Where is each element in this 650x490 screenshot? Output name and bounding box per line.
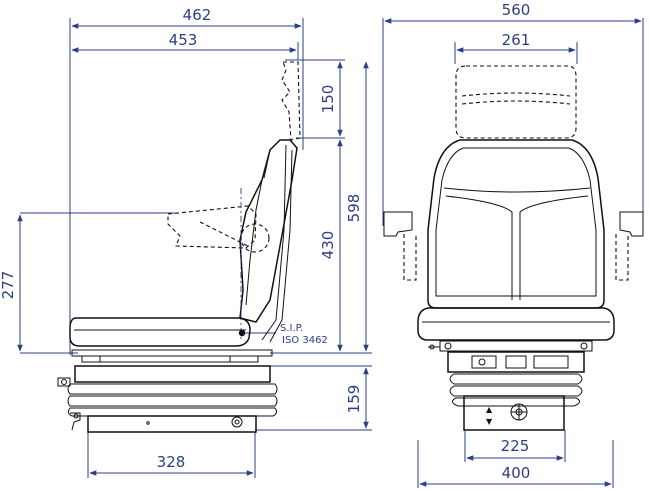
front-slide-rail — [439, 340, 593, 352]
side-slide-rail — [71, 349, 273, 357]
label-overall-width: 560 — [502, 1, 531, 19]
front-backrest — [427, 139, 605, 309]
front-extension-lines — [382, 18, 644, 488]
side-headrest — [281, 61, 301, 141]
front-bellows — [449, 373, 583, 385]
front-suspension-housing — [447, 351, 585, 373]
side-adjust-knob — [231, 416, 243, 428]
label-sip: S.I.P. — [280, 323, 303, 334]
front-view: 560 261 225 400 — [382, 1, 644, 488]
side-lever-lower — [70, 412, 81, 431]
label-total-height: 598 — [345, 194, 363, 223]
label-overall-depth: 462 — [183, 6, 212, 24]
svg-text:▼: ▼ — [486, 417, 493, 426]
side-armrest — [167, 205, 257, 249]
side-backrest-frame — [261, 144, 287, 341]
side-view: 462 453 150 430 598 277 159 328 S.I.P. I… — [0, 6, 372, 478]
label-backrest-depth: 453 — [169, 31, 198, 49]
front-headrest — [455, 65, 577, 139]
label-side-base-width: 328 — [157, 453, 186, 471]
label-iso: ISO 3462 — [282, 335, 328, 346]
label-backrest-height: 430 — [319, 231, 337, 260]
side-backrest — [239, 139, 298, 323]
front-armrest-right — [619, 211, 644, 237]
side-seat-cushion — [69, 317, 251, 347]
side-dimension-lines — [17, 23, 369, 476]
side-base — [87, 415, 257, 433]
side-lever-upper — [57, 377, 71, 387]
sip-point — [238, 329, 246, 337]
front-armrest-left — [383, 211, 413, 237]
label-suspension-height: 159 — [345, 385, 363, 414]
front-base — [463, 395, 565, 431]
front-seat-cushion — [417, 307, 615, 341]
front-seat-drawing: ▲ ▼ — [383, 65, 644, 431]
side-bellows — [67, 383, 278, 395]
side-seat-drawing — [57, 61, 301, 433]
label-headrest-width: 261 — [502, 31, 531, 49]
side-extension-lines — [20, 18, 372, 478]
svg-text:▲: ▲ — [486, 405, 493, 414]
label-mount-width: 225 — [501, 437, 530, 455]
label-front-base-width: 400 — [502, 464, 531, 482]
label-armrest-height: 277 — [0, 271, 17, 300]
side-suspension-plate — [74, 365, 271, 383]
label-headrest-height: 150 — [319, 85, 337, 114]
